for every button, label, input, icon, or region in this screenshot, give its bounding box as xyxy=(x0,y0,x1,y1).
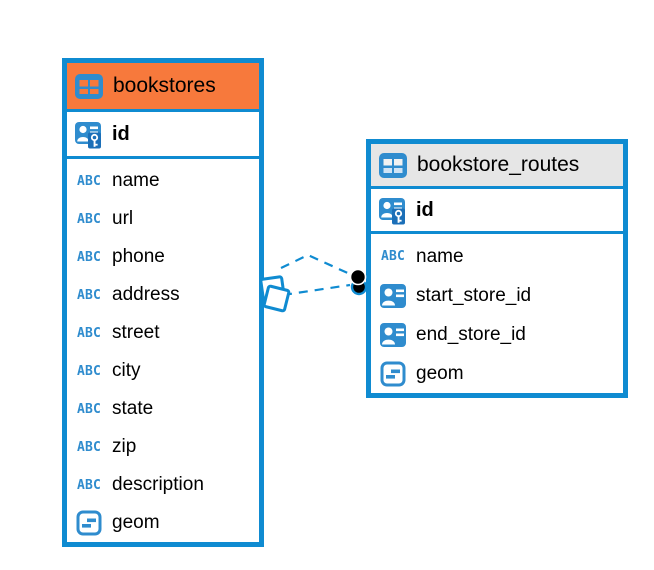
field-row[interactable]: geom xyxy=(67,504,259,542)
entity-table-bookstore-routes[interactable]: bookstore_routes id ABC xyxy=(366,139,628,398)
relationship-line-2[interactable] xyxy=(282,283,351,297)
table-icon xyxy=(378,152,408,179)
table-icon xyxy=(74,73,104,100)
field-name: description xyxy=(112,474,204,495)
reference-icon xyxy=(378,322,408,348)
field-name: geom xyxy=(112,512,160,533)
field-row[interactable]: ABC zip xyxy=(67,428,259,466)
field-name: phone xyxy=(112,246,165,267)
relationship-line-1[interactable] xyxy=(280,253,353,277)
field-name: name xyxy=(416,245,464,267)
table-header-bookstores[interactable]: bookstores xyxy=(67,63,259,112)
text-type-icon: ABC xyxy=(380,249,406,264)
field-name: start_store_id xyxy=(416,284,532,306)
field-name: end_store_id xyxy=(416,323,526,345)
field-row-pk[interactable]: id xyxy=(67,112,259,159)
field-name: city xyxy=(112,360,141,381)
connector-target-decoration xyxy=(349,268,368,296)
primary-key-icon xyxy=(74,119,104,149)
field-row[interactable]: ABC address xyxy=(67,276,259,314)
field-name: street xyxy=(112,322,160,343)
field-row[interactable]: geom xyxy=(371,354,623,393)
field-row[interactable]: ABC phone xyxy=(67,238,259,276)
text-type-icon: ABC xyxy=(76,249,102,265)
text-type-icon: ABC xyxy=(76,363,102,379)
field-row[interactable]: ABC city xyxy=(67,352,259,390)
table-title: bookstores xyxy=(113,74,216,97)
field-name: name xyxy=(112,170,160,191)
field-row[interactable]: start_store_id xyxy=(371,276,623,315)
field-row[interactable]: ABC state xyxy=(67,390,259,428)
field-name: geom xyxy=(416,362,464,384)
field-row[interactable]: end_store_id xyxy=(371,315,623,354)
geometry-type-icon xyxy=(74,510,104,536)
reference-icon xyxy=(378,283,408,309)
field-name: id xyxy=(112,122,130,145)
primary-key-icon xyxy=(378,195,408,225)
field-name: state xyxy=(112,398,154,419)
entity-table-bookstores[interactable]: bookstores id ABC na xyxy=(62,58,264,547)
field-row[interactable]: ABC name xyxy=(67,162,259,200)
field-list: ABC name ABC url ABC phone ABC address A… xyxy=(67,159,259,542)
field-name: zip xyxy=(112,436,137,457)
field-name: url xyxy=(112,208,134,229)
table-title: bookstore_routes xyxy=(417,153,580,176)
table-header-bookstore-routes[interactable]: bookstore_routes xyxy=(371,144,623,189)
field-row[interactable]: ABC description xyxy=(67,466,259,504)
text-type-icon: ABC xyxy=(76,211,102,227)
field-row[interactable]: ABC street xyxy=(67,314,259,352)
connector-source-decoration xyxy=(259,275,291,313)
geometry-type-icon xyxy=(378,361,408,387)
field-name: address xyxy=(112,284,180,305)
field-row-pk[interactable]: id xyxy=(371,189,623,234)
text-type-icon: ABC xyxy=(76,325,102,341)
field-row[interactable]: ABC url xyxy=(67,200,259,238)
field-list: ABC name start_store_id xyxy=(371,234,623,393)
text-type-icon: ABC xyxy=(76,173,102,189)
text-type-icon: ABC xyxy=(76,401,102,417)
field-row[interactable]: ABC name xyxy=(371,237,623,276)
text-type-icon: ABC xyxy=(76,287,102,303)
text-type-icon: ABC xyxy=(76,439,102,455)
text-type-icon: ABC xyxy=(76,477,102,493)
field-name: id xyxy=(416,198,434,221)
